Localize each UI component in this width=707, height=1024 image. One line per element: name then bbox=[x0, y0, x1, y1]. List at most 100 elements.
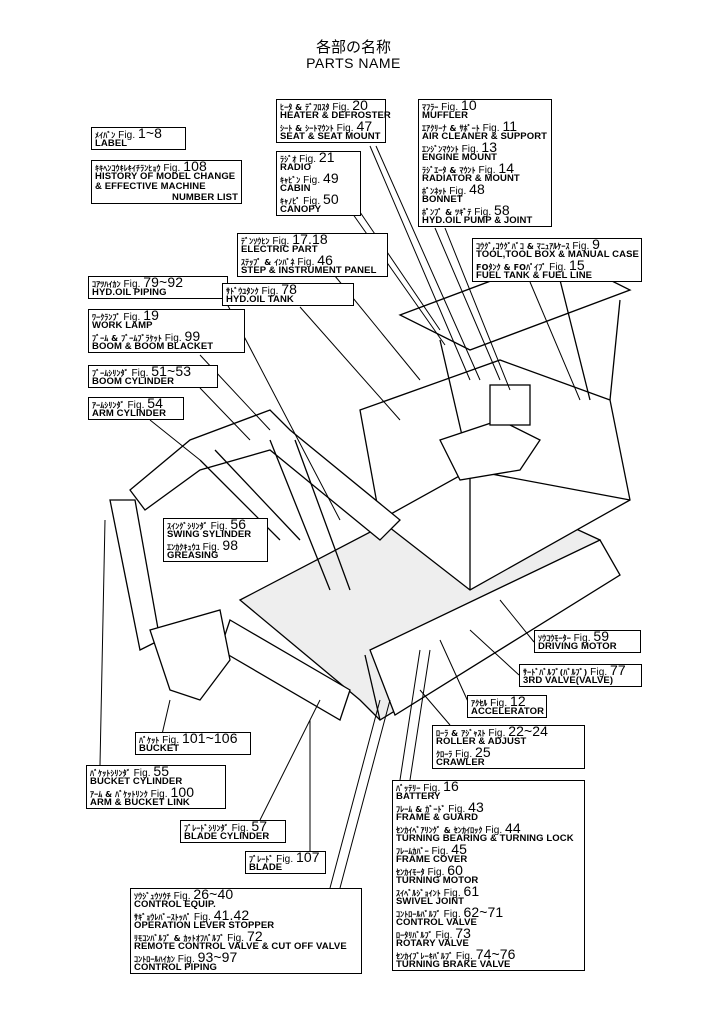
callout-bladecyl: ﾌﾞﾚｰﾄﾞｼﾘﾝﾀﾞ Fig. 57 BLADE CYLINDER bbox=[180, 819, 286, 843]
part-name: HEATER & DEFROSTER bbox=[280, 109, 391, 121]
part-name: ROTARY VALVE bbox=[396, 937, 469, 949]
fig-label: Fig. bbox=[336, 123, 354, 134]
part-name: HISTORY OF MODEL CHANGE bbox=[95, 170, 236, 182]
part-kana: ﾜｰｸﾗﾝﾌﾟ bbox=[92, 313, 121, 322]
fig-number: 59 bbox=[593, 628, 610, 644]
fig-label: Fig. bbox=[549, 262, 567, 273]
part-code-line: ｴﾝｼﾞﾝﾏｳﾝﾄ Fig. 13 bbox=[422, 139, 548, 155]
fig-number: 62~71 bbox=[463, 904, 504, 920]
fig-label: Fig. bbox=[461, 144, 479, 155]
part-kana: ｽｲﾝｸﾞｼﾘﾝﾀﾞ bbox=[167, 522, 208, 531]
part-kana: ｻｷﾞｮｳﾚﾊﾞｰｽﾄｯﾊﾟ bbox=[134, 913, 192, 922]
fig-number: 50 bbox=[322, 191, 339, 207]
part-kana: ﾎﾟﾝﾌﾟ & ﾂｷﾞﾃ bbox=[422, 208, 472, 217]
fig-number: 43 bbox=[468, 799, 484, 815]
part-name: TOOL,TOOL BOX & MANUAL CASE bbox=[476, 248, 639, 260]
fig-number: 78 bbox=[281, 281, 298, 297]
callout-blade: ﾌﾞﾚｰﾄﾞ Fig. 107 BLADE bbox=[245, 849, 326, 874]
part-kana: ｱｰﾑ & ﾊﾞｹｯﾄﾘﾝｸ bbox=[90, 790, 148, 799]
fig-number: 10 bbox=[460, 97, 477, 113]
fig-label: Fig. bbox=[590, 667, 608, 678]
callout-history: ｷｷﾍﾝｺｳｷﾚｷｲﾁﾗﾝﾋｮｳ Fig. 108 HISTORY OF MOD… bbox=[91, 159, 242, 204]
part-kana: ﾗｼﾞｵ bbox=[280, 155, 297, 164]
part-name: HYD.OIL PIPING bbox=[92, 286, 167, 298]
part-code-line: ｺｱﾂﾊｲｶﾝ Fig. 79~92 bbox=[92, 275, 224, 290]
part-code-line: ﾎﾞﾝﾈｯﾄ Fig. 48 bbox=[422, 182, 548, 197]
fig-label: Fig. bbox=[573, 633, 591, 644]
leader-lines bbox=[99, 145, 581, 889]
fig-label: Fig. bbox=[490, 698, 508, 709]
fig-number: 107 bbox=[295, 849, 320, 865]
part-kana: ﾌﾚｰﾑｶﾊﾞｰ bbox=[396, 847, 429, 856]
fig-label: Fig. bbox=[131, 368, 149, 379]
part-kana: ｷｬﾋﾞﾝ bbox=[280, 176, 301, 185]
part-kana: FOﾀﾝｸ & FOﾊﾟｲﾌﾟ bbox=[476, 263, 547, 272]
fig-label: Fig. bbox=[150, 789, 168, 800]
page-title: PARTS NAME bbox=[306, 55, 401, 71]
part-name: BATTERY bbox=[396, 790, 441, 802]
part-name: CANOPY bbox=[280, 203, 322, 215]
fig-label: Fig. bbox=[261, 286, 279, 297]
part-name: BLADE CYLINDER bbox=[184, 830, 270, 842]
fig-number: 13 bbox=[481, 139, 498, 155]
part-name: NUMBER LIST bbox=[171, 191, 238, 203]
part-kana: ﾃﾞﾝｿｳﾋﾝ bbox=[241, 237, 270, 246]
part-code-line: ﾌﾞﾚｰﾄﾞ Fig. 107 bbox=[249, 849, 322, 865]
callout-tank: ｻﾄﾞｳﾕﾀﾝｸ Fig. 78 HYD.OIL TANK bbox=[222, 281, 354, 306]
part-kana: ｴﾝｼﾞﾝﾏｳﾝﾄ bbox=[422, 145, 459, 154]
part-name: TURNING MOTOR bbox=[396, 874, 479, 886]
fig-label: Fig. bbox=[455, 951, 473, 962]
part-name: HYD.OIL TANK bbox=[226, 293, 294, 305]
part-kana: ﾏﾌﾗｰ bbox=[422, 103, 439, 112]
part-kana: ｾﾝｶｲﾌﾞﾚｰｷﾊﾞﾙﾌﾞ bbox=[396, 952, 454, 961]
callout-armcyl: ｱｰﾑｼﾘﾝﾀﾞ Fig. 54 ARM CYLINDER bbox=[88, 395, 184, 420]
fig-label: Fig. bbox=[427, 867, 445, 878]
part-code-line: ﾌﾞｰﾑｼﾘﾝﾀﾞ Fig. 51~53 bbox=[92, 364, 214, 379]
part-kana: ｿｳｺｳﾓｰﾀｰ bbox=[538, 634, 571, 643]
part-kana: ｾﾝｶｲﾓｰﾀ bbox=[396, 868, 425, 877]
part-name: TURNING BRAKE VALVE bbox=[396, 958, 511, 970]
part-code-line: ｻｷﾞｮｳﾚﾊﾞｰｽﾄｯﾊﾟ Fig. 41.42 bbox=[134, 907, 358, 923]
fig-number: 54 bbox=[147, 395, 164, 411]
part-kana: ﾎﾞﾝﾈｯﾄ bbox=[422, 187, 447, 196]
callout-control: ｿｳｼﾞｭｳｿｳﾁ Fig. 26~40 CONTROL EQUIP.ｻｷﾞｮｳ… bbox=[130, 887, 362, 974]
part-code-line: ｼｰﾄ & ｼｰﾄﾏｳﾝﾄ Fig. 47 bbox=[280, 119, 382, 134]
part-kana: ｺﾝﾄﾛｰﾙﾊｲｶﾝ bbox=[134, 955, 175, 964]
part-kana: ｾﾝｶｲﾍﾞｱﾘﾝｸﾞ & ｾﾝｶｲﾛｯｸ bbox=[396, 826, 483, 835]
fig-label: Fig. bbox=[441, 102, 459, 113]
part-kana: ﾌﾞﾚｰﾄﾞｼﾘﾝﾀﾞ bbox=[184, 824, 229, 833]
part-name: MUFFLER bbox=[422, 109, 469, 121]
part-kana: ｸﾛｰﾗ bbox=[436, 750, 453, 759]
part-code-line: ﾊﾞｯﾃﾘｰ Fig. 16 bbox=[396, 779, 581, 794]
part-name: ARM CYLINDER bbox=[92, 407, 167, 419]
part-code-line: ﾃﾞﾝｿｳﾋﾝ Fig. 17.18 bbox=[241, 232, 384, 247]
fig-label: Fig. bbox=[303, 196, 321, 207]
fig-label: Fig. bbox=[133, 768, 151, 779]
fig-label: Fig. bbox=[478, 165, 496, 176]
part-code-line: ﾌﾞｰﾑ & ﾌﾞｰﾑﾌﾞﾗｹｯﾄ Fig. 99 bbox=[92, 329, 241, 344]
part-code-line: ｽﾃｯﾌﾟ & ｲﾝﾊﾟﾈ Fig. 46 bbox=[241, 253, 384, 268]
part-name: DRIVING MOTOR bbox=[538, 640, 617, 652]
part-code-line: ｴｱｸﾘｰﾅ & ｻﾎﾟｰﾄ Fig. 11 bbox=[422, 119, 548, 134]
fig-label: Fig. bbox=[297, 257, 315, 268]
part-kana: ﾊﾞｹｯﾄ bbox=[139, 736, 160, 745]
part-code-line: ｱｰﾑ & ﾊﾞｹｯﾄﾘﾝｸ Fig. 100 bbox=[90, 785, 222, 800]
part-name: GREASING bbox=[167, 549, 219, 561]
fig-number: 60 bbox=[447, 862, 464, 878]
part-kana: ﾘﾓｺﾝﾊﾞﾙﾌﾞ & ｶｯﾄｵﾌﾊﾞﾙﾌﾞ bbox=[134, 934, 225, 943]
part-name: CONTROL VALVE bbox=[396, 916, 477, 928]
part-name: REMOTE CONTROL VALVE & CUT OFF VALVE bbox=[134, 940, 347, 952]
part-name: RADIATOR & MOUNT bbox=[422, 172, 520, 184]
fig-number: 41.42 bbox=[213, 907, 250, 923]
fig-number: 77 bbox=[610, 662, 626, 678]
fig-label: Fig. bbox=[118, 130, 136, 141]
fig-number: 72 bbox=[246, 928, 263, 944]
part-name: 3RD VALVE(VALVE) bbox=[523, 674, 614, 686]
fig-number: 45 bbox=[451, 841, 468, 857]
fig-number: 19 bbox=[143, 307, 159, 323]
fig-label: Fig. bbox=[210, 521, 228, 532]
arm bbox=[109, 499, 161, 651]
